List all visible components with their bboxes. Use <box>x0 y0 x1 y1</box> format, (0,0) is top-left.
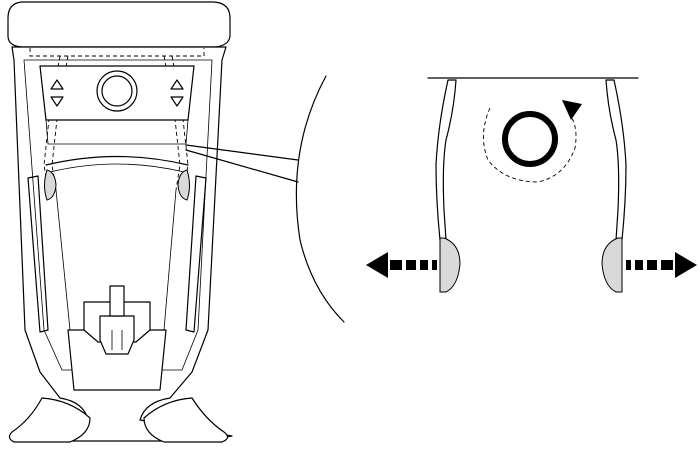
device-overview <box>7 1 299 443</box>
left-temple-pad-detail <box>439 237 461 293</box>
right-arm <box>605 79 627 241</box>
hidden-arm-right-inner <box>163 55 181 191</box>
left-temple-pad <box>44 169 57 201</box>
up-arrow-icon <box>170 79 184 90</box>
dashed-arrow-right-icon <box>626 252 697 278</box>
left-side-slot <box>27 175 49 333</box>
right-temple-pad <box>177 169 190 201</box>
chin-rest-post <box>109 285 125 317</box>
right-temple-pad-detail <box>601 237 623 293</box>
callout-leader <box>185 144 299 183</box>
chin-rest-grip <box>99 315 135 355</box>
down-arrow-icon <box>50 96 64 107</box>
panel-knob-inner <box>101 75 133 107</box>
panel-knob-outer <box>96 70 138 112</box>
left-guide-line <box>55 189 71 331</box>
left-foot <box>8 397 91 443</box>
down-arrow-icon <box>170 96 184 107</box>
detail-callout <box>295 75 697 323</box>
right-guide-line <box>163 189 177 331</box>
top-pad <box>7 1 231 48</box>
right-side-slot <box>185 175 207 333</box>
dashed-arrow-left-icon <box>366 252 437 278</box>
tower-inner-frame <box>23 59 213 371</box>
callout-arc <box>295 75 345 323</box>
head-rest-curve-inner <box>49 163 185 173</box>
rotation-arrowhead <box>562 100 582 120</box>
right-foot <box>143 397 229 443</box>
rotary-knob <box>502 111 558 167</box>
left-arm <box>435 79 457 241</box>
clockwise-rotation-arrow-icon <box>483 107 577 183</box>
head-rest-curve <box>45 155 189 166</box>
right-updown-buttons <box>170 79 184 107</box>
left-updown-buttons <box>50 79 64 107</box>
up-arrow-icon <box>50 79 64 90</box>
control-panel-lower <box>45 119 189 145</box>
hidden-rail-top <box>29 48 205 57</box>
chin-rest-slot <box>111 330 123 350</box>
